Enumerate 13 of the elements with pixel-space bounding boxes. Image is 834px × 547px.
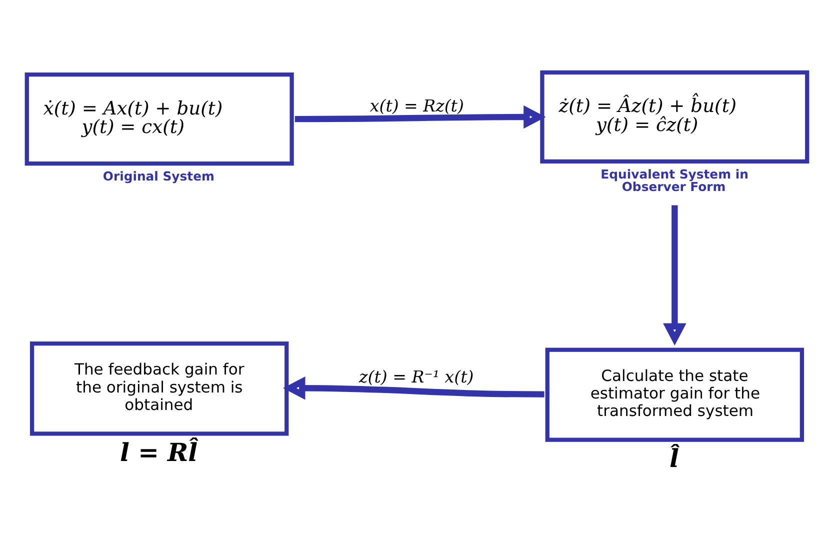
- node-box: ż(t) = Âz(t) + b̂u(t) y(t) = ĉz(t): [540, 70, 810, 164]
- node-box: Calculate the state estimator gain for the transformed system: [545, 348, 804, 442]
- node-box: ẋ(t) = Ax(t) + bu(t) y(t) = cx(t): [24, 72, 294, 166]
- node-box: The feedback gain for the original system is obtained: [30, 342, 289, 436]
- node-label: Original System: [102, 168, 214, 184]
- node-label: l = Rl̂: [120, 438, 198, 467]
- arrow: [663, 205, 686, 346]
- edge-label: z(t) = R⁻¹ x(t): [359, 368, 474, 387]
- edge-label: x(t) = Rz(t): [370, 96, 464, 116]
- node-label: Equivalent System in Observer Form: [600, 166, 748, 194]
- arrow: [283, 376, 544, 400]
- arrow: [294, 105, 546, 129]
- node-label: l̂: [669, 444, 679, 473]
